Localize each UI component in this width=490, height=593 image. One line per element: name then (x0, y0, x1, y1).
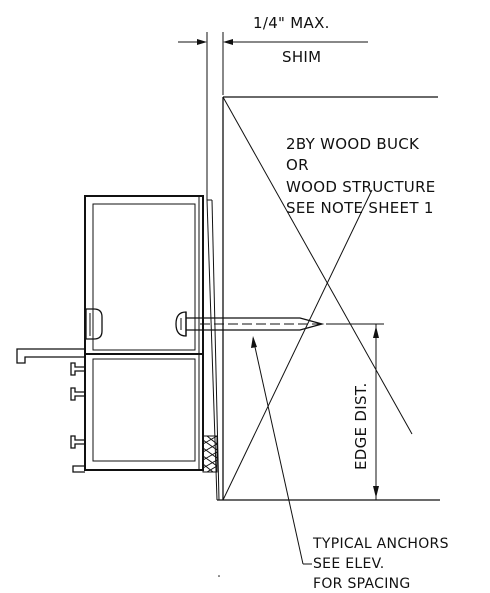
anchor-note: TYPICAL ANCHORS SEE ELEV. FOR SPACING (312, 536, 449, 592)
frame-sill-fin (16, 348, 86, 364)
buck-cross-line-1 (222, 96, 413, 435)
anchor-leader-arrow (251, 336, 257, 348)
edge-dist-arrow-bottom (373, 486, 379, 498)
screw-head (175, 311, 187, 337)
shim-wedge-outer (206, 199, 218, 501)
shim-dimension: 1/4" MAX. SHIM (178, 14, 368, 95)
shim-arrow-right (223, 39, 233, 45)
buck-note: 2BY WOOD BUCK OR WOOD STRUCTURE SEE NOTE… (286, 135, 436, 217)
shim-wedge-inner (211, 199, 220, 501)
frame-bottom-lip (72, 465, 85, 473)
frame-rib-2 (70, 387, 85, 401)
frame-rib-1 (70, 362, 85, 376)
frame-upper-chamber (92, 203, 196, 351)
sealant-outline (202, 435, 218, 473)
anchor-leader-line (252, 337, 304, 565)
sealant-hatch (202, 435, 218, 473)
buck-note-line-1: 2BY WOOD BUCK (286, 135, 420, 153)
edge-dist-label: EDGE DIST. (352, 382, 370, 470)
shim-label: SHIM (282, 48, 321, 66)
sealant-bead (202, 435, 218, 473)
shim-strip (206, 95, 220, 501)
edge-dist-arrow-top (373, 326, 379, 338)
shim-arrow-left (197, 39, 207, 45)
scan-dot (218, 575, 220, 577)
frame-profile (16, 195, 204, 473)
anchor-note-line-3: FOR SPACING (313, 576, 411, 592)
wood-buck (217, 96, 440, 501)
buck-note-line-4: SEE NOTE SHEET 1 (286, 199, 434, 217)
frame-outer-shell (84, 195, 204, 471)
glazing-clip (85, 308, 103, 340)
frame-rib-3 (70, 435, 85, 449)
frame-lower-chamber (92, 358, 196, 462)
anchor-leader (251, 336, 312, 565)
anchor-note-line-2: SEE ELEV. (313, 556, 384, 572)
shim-max-text: 1/4" MAX. (253, 14, 330, 32)
anchor-note-line-1: TYPICAL ANCHORS (312, 536, 449, 552)
edge-distance-dimension: EDGE DIST. (330, 323, 384, 500)
buck-cross-line-2 (222, 189, 373, 501)
buck-note-line-2: OR (286, 156, 309, 174)
buck-note-line-3: WOOD STRUCTURE (286, 178, 436, 196)
